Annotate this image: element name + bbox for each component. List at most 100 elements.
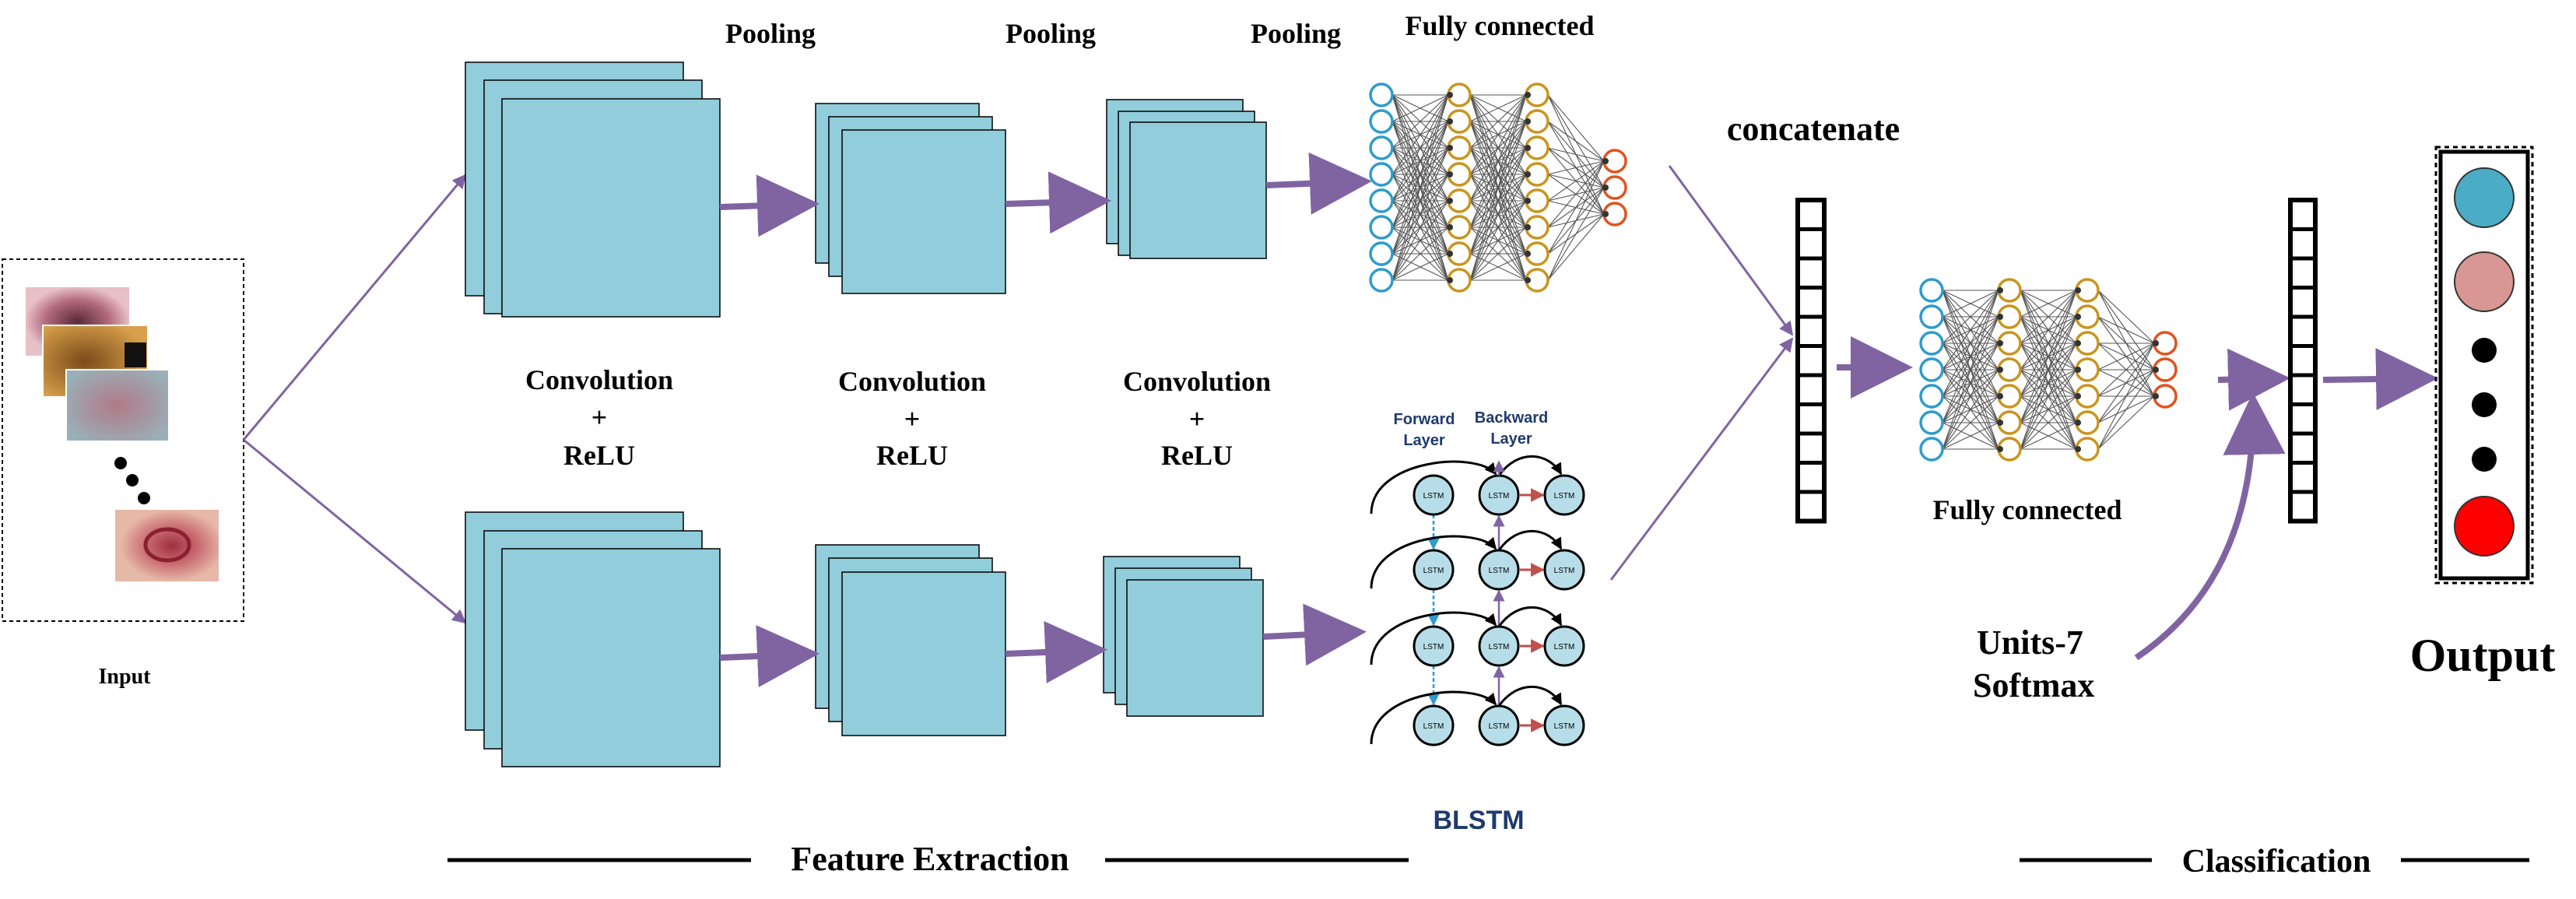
lstm-cell [1413,474,1455,516]
arrow-bottom-3-to-blstm [1262,603,1367,666]
conv-relu-label-2: Convolution + ReLU [838,366,986,471]
fc-node [1369,162,1394,187]
lstm-cell-label: LSTM [1423,567,1444,575]
fc-node-input-dot [1997,340,2003,346]
lstm-cell [1543,625,1585,667]
fc-edge [2020,369,2077,450]
input-image-3 [65,369,170,442]
fc-node-input-dot [1602,211,1609,217]
fc-node [1919,304,1944,329]
fc-edge [1392,253,1449,281]
fc-node-input-dot [1447,118,1453,125]
arrow-units-to-softmax [2134,392,2286,661]
classification-label: Classification [2182,844,2371,880]
fc-edge [1547,160,1605,281]
lstm-cell-label: LSTM [1423,643,1444,651]
fc-node-input-dot [1997,287,2003,293]
fc-edge [1392,147,1449,281]
concatenate-label: concatenate [1727,110,1900,148]
fc-edge [1942,290,1999,344]
fc-edge [1942,395,1999,450]
fc-node-input-dot [1997,314,2003,320]
arrow-top-3-to-fc [1265,152,1372,215]
fully-connected-bottom-label: Fully connected [1933,494,2122,525]
fc-edge [2020,290,2077,344]
fc-edge [1547,160,1605,202]
lstm-cell [1478,549,1520,591]
backward-layer-label-1: Backward [1475,409,1549,427]
fc-node [1369,188,1394,213]
lstm-cell [1478,704,1520,746]
blstm-forward-connection [1370,460,1497,514]
fc-node-input-dot [1525,145,1531,151]
fc-edge [2020,290,2077,370]
fc-connections [1942,290,2155,450]
fc-edge [1469,94,1527,202]
pooling-label-3: Pooling [1251,18,1341,49]
ellipsis-dot [114,457,127,469]
fc-edge [1942,369,1999,450]
top-conv-block-3 [1106,99,1267,259]
feature-extraction-label: Feature Extraction [791,840,1069,878]
fc-node-input-dot [2153,340,2159,346]
fc-node-input-dot [1525,118,1531,125]
top-conv-block-2 [815,103,1006,294]
fc-edge [2097,342,2155,450]
fc-node-input-dot [1447,171,1453,177]
svg-text:Convolution: Convolution [525,364,673,395]
lstm-cell-label: LSTM [1489,643,1510,651]
fc-edge [1469,253,1527,281]
blstm-forward-connection [1370,535,1497,589]
arrow-top-1-to-2 [719,174,819,237]
fc-edge [1392,94,1449,175]
arrow-fc-to-softmax-vector [2217,348,2290,411]
lstm-cell [1543,474,1585,516]
fc-node [1369,268,1394,293]
fc-edge [1469,147,1527,281]
fc-edge [1392,94,1449,122]
svg-text:ReLU: ReLU [1161,440,1233,471]
fc-edge [1942,290,1999,450]
lstm-cell-label: LSTM [1423,492,1444,500]
fc-node-input-dot [1525,277,1531,283]
conv-relu-label-3: Convolution + ReLU [1123,366,1271,471]
fc-node-input-dot [2153,367,2159,373]
svg-text:+: + [591,402,608,433]
fc-node-input-dot [1525,198,1531,204]
fc-node-input-dot [1447,145,1453,151]
fc-node-input-dot [1525,224,1531,230]
svg-text:+: + [904,403,921,434]
output-label: Output [2410,630,2556,681]
fc-edge [2020,342,2077,450]
concatenated-vector [1795,198,1827,524]
fc-edge [1547,121,1605,162]
fc-edge [2020,290,2077,423]
fc-edge [1469,174,1527,281]
fc-edge [2097,290,2155,344]
fc-edge [2020,395,2077,450]
fc-edge [1547,160,1605,228]
fc-node [1919,384,1944,409]
fc-edge [1942,290,1999,397]
arrow-bottom-2-to-3 [1005,620,1107,683]
fc-node-input-dot [1447,251,1453,257]
output-dot [2472,447,2497,472]
fc-node-input-dot [1525,251,1531,257]
fc-node-input-dot [2075,420,2081,426]
fc-edge [1469,227,1527,281]
fc-edge [1469,121,1527,281]
fc-edge [2097,342,2155,397]
fc-edge [1392,94,1449,281]
blstm-header: Forward Layer Backward Layer [1394,409,1549,449]
pooling-label-2: Pooling [1005,18,1096,49]
lstm-cell-label: LSTM [1489,492,1510,500]
arrow-input-to-bottom-branch [243,438,467,624]
fc-node [1369,241,1394,266]
bottom-conv-block-1 [465,511,721,767]
bottom-conv-block-2 [815,544,1006,736]
fc-node [1369,135,1394,160]
units-label: Units-7 [1977,623,2083,662]
fc-node-input-dot [1447,92,1453,98]
vector-frame [2288,198,2318,524]
